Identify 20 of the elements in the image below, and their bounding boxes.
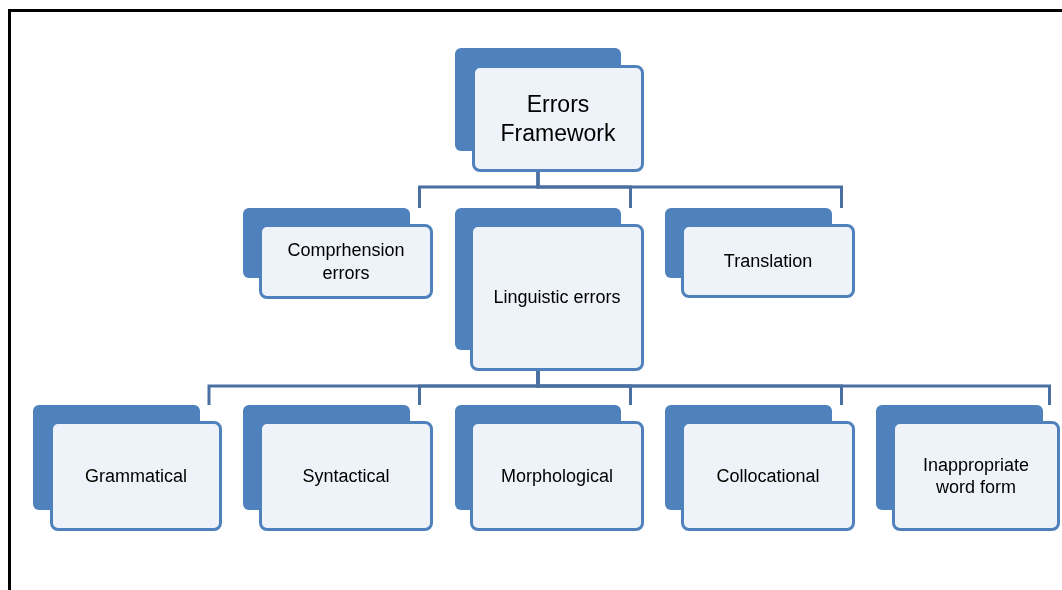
- hierarchy-box: [665, 405, 855, 531]
- hierarchy-box: [455, 208, 644, 371]
- box-label: Comprhension errors: [286, 239, 406, 284]
- box-label: Syntactical: [302, 464, 390, 488]
- hierarchy-box: [243, 208, 433, 299]
- hierarchy-box: [243, 405, 433, 531]
- hierarchy-box: [665, 208, 855, 298]
- box-label: Morphological: [500, 464, 614, 488]
- box-label: Collocational: [716, 464, 820, 488]
- hierarchy-box: [33, 405, 222, 531]
- box-label: Linguistic errors: [493, 286, 621, 309]
- connector-line: [536, 371, 1051, 405]
- box-label: Errors Framework: [499, 89, 617, 148]
- box-label: Grammatical: [85, 464, 187, 488]
- box-label: Translation: [723, 249, 813, 273]
- hierarchy-box: [455, 405, 644, 531]
- connector-line: [536, 172, 843, 208]
- box-label: Inappropriate word form: [921, 453, 1031, 499]
- hierarchy-box: [455, 48, 644, 172]
- hierarchy-box: [876, 405, 1060, 531]
